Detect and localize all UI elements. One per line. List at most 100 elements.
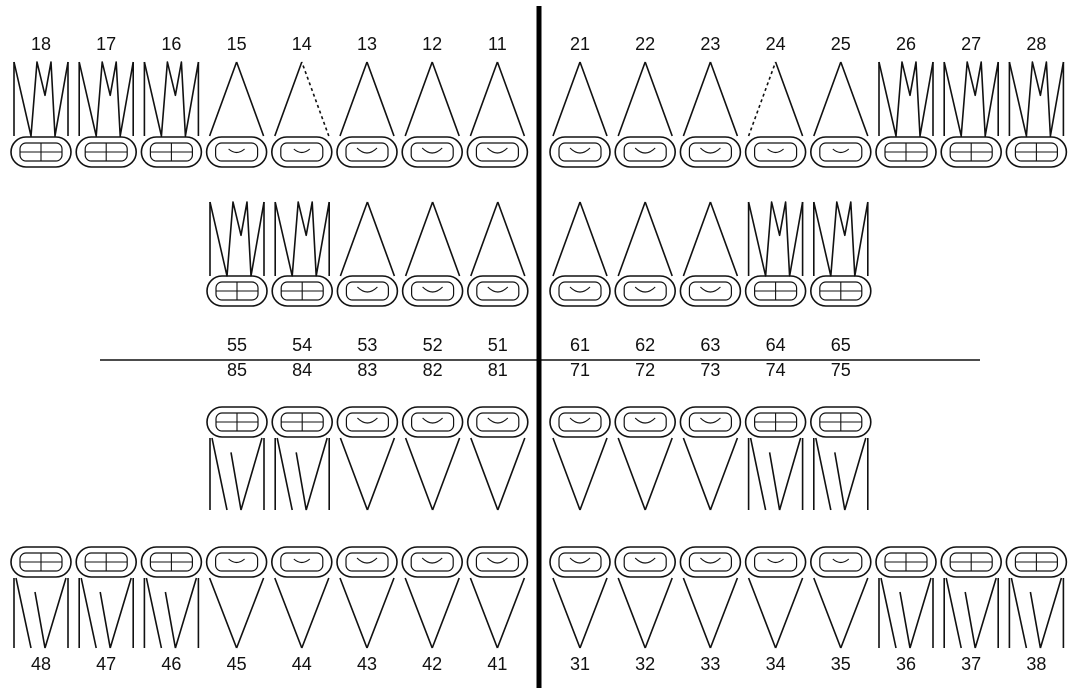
tooth-52-occlusal [412,282,454,300]
tooth-71-occlusal [559,413,601,431]
tooth-27-root [944,62,998,136]
tooth-33-edge [700,558,720,563]
tooth-42-root [405,578,432,648]
tooth-24 [746,62,806,167]
tooth-54 [272,202,332,306]
tooth-51-root [471,202,498,276]
tooth-31-root [580,578,607,648]
tooth-72 [615,407,675,510]
tooth-36 [876,547,936,648]
tooth-83-occlusal [346,413,388,431]
tooth-21-root [580,62,607,136]
tooth-64 [746,202,806,306]
tooth-51-edge [488,287,508,292]
tooth-85-root [212,438,262,510]
tooth-label: 34 [766,654,786,674]
tooth-74-root [751,438,801,510]
tooth-81-occlusal [477,413,519,431]
tooth-63-root [710,202,737,276]
tooth-42-occlusal [411,553,453,571]
tooth-13-occlusal [346,143,388,161]
tooth-25 [811,62,871,167]
tooth-85-root [210,438,264,510]
tooth-label: 84 [292,360,312,380]
tooth-22 [615,62,675,167]
tooth-74 [746,407,806,510]
tooth-label: 81 [488,360,508,380]
tooth-label: 27 [961,34,981,54]
tooth-53-edge [357,287,377,292]
tooth-33 [680,547,740,648]
tooth-82-root [406,438,433,510]
tooth-81 [468,407,528,510]
tooth-45-root [210,578,237,648]
tooth-label: 18 [31,34,51,54]
tooth-label: 44 [292,654,312,674]
tooth-45-root [237,578,264,648]
tooth-label: 13 [357,34,377,54]
tooth-25-root [841,62,868,136]
tooth-15 [207,62,267,167]
tooth-label: 32 [635,654,655,674]
tooth-75-root [816,438,866,510]
tooth-34-groove [768,559,784,563]
tooth-72-edge [635,418,655,423]
tooth-14-root [302,62,329,136]
tooth-41-root [470,578,497,648]
tooth-44-root [302,578,329,648]
tooth-13-root [367,62,394,136]
tooth-42 [402,547,462,648]
tooth-22-occlusal [624,143,666,161]
tooth-31-occlusal [559,553,601,571]
tooth-32-occlusal [624,553,666,571]
tooth-81-root [471,438,498,510]
tooth-52-edge [423,287,443,292]
tooth-label: 36 [896,654,916,674]
tooth-22-edge [635,148,655,153]
tooth-33-root [683,578,710,648]
tooth-65 [811,202,871,306]
tooth-label: 85 [227,360,247,380]
tooth-43-occlusal [346,553,388,571]
tooth-label: 38 [1026,654,1046,674]
tooth-52 [403,202,463,306]
tooth-11-occlusal [476,143,518,161]
tooth-52-root [433,202,460,276]
tooth-82-edge [423,418,443,423]
tooth-63 [680,202,740,306]
tooth-43-root [367,578,394,648]
tooth-label: 64 [766,335,786,355]
tooth-51-occlusal [477,282,519,300]
tooth-25-root [814,62,841,136]
tooth-46-root [146,578,196,648]
tooth-25-groove [833,149,849,153]
tooth-label: 22 [635,34,655,54]
tooth-13-root [340,62,367,136]
tooth-12 [402,62,462,167]
tooth-label: 51 [488,335,508,355]
tooth-label: 46 [161,654,181,674]
tooth-label: 63 [700,335,720,355]
tooth-44-root [275,578,302,648]
tooth-75-root [814,438,868,510]
tooth-43-edge [357,558,377,563]
tooth-12-root [405,62,432,136]
tooth-53-occlusal [346,282,388,300]
tooth-48-root [16,578,66,648]
tooth-label: 55 [227,335,247,355]
tooth-65-root [814,202,868,276]
tooth-34-root [749,578,776,648]
tooth-44 [272,547,332,648]
tooth-label: 21 [570,34,590,54]
tooth-41-edge [487,558,507,563]
tooth-label: 82 [423,360,443,380]
tooth-47-root [81,578,131,648]
tooth-61-occlusal [559,282,601,300]
tooth-32-root [618,578,645,648]
tooth-24-root [749,62,776,136]
tooth-35-root [814,578,841,648]
tooth-38-root [1011,578,1061,648]
tooth-53-root [367,202,394,276]
tooth-label: 48 [31,654,51,674]
tooth-61-root [553,202,580,276]
